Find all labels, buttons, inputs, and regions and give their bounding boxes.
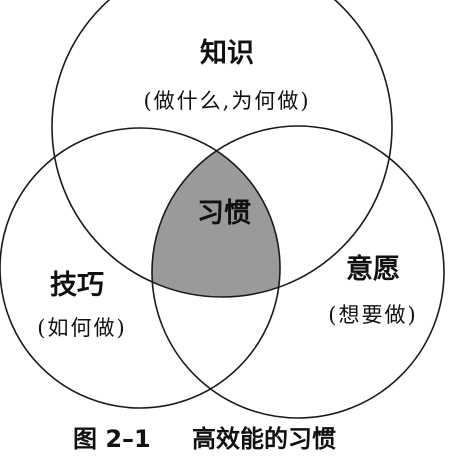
skill-label: 技巧 [50, 270, 104, 301]
skill-circle [0, 127, 281, 409]
knowledge-sublabel: (做什么,为何做) [143, 89, 310, 113]
habit-overlap-region [152, 128, 280, 297]
figure-title: 高效能的习惯 [192, 425, 336, 453]
skill-sublabel: (如何做) [37, 316, 126, 340]
desire-label: 意愿 [346, 253, 400, 285]
desire-circle [151, 125, 445, 419]
desire-sublabel: (想要做) [328, 303, 417, 327]
knowledge-label: 知识 [200, 38, 254, 69]
knowledge-circle [51, 0, 393, 298]
figure-number: 图 2–1 [73, 425, 151, 453]
habit-label: 习惯 [197, 198, 251, 229]
